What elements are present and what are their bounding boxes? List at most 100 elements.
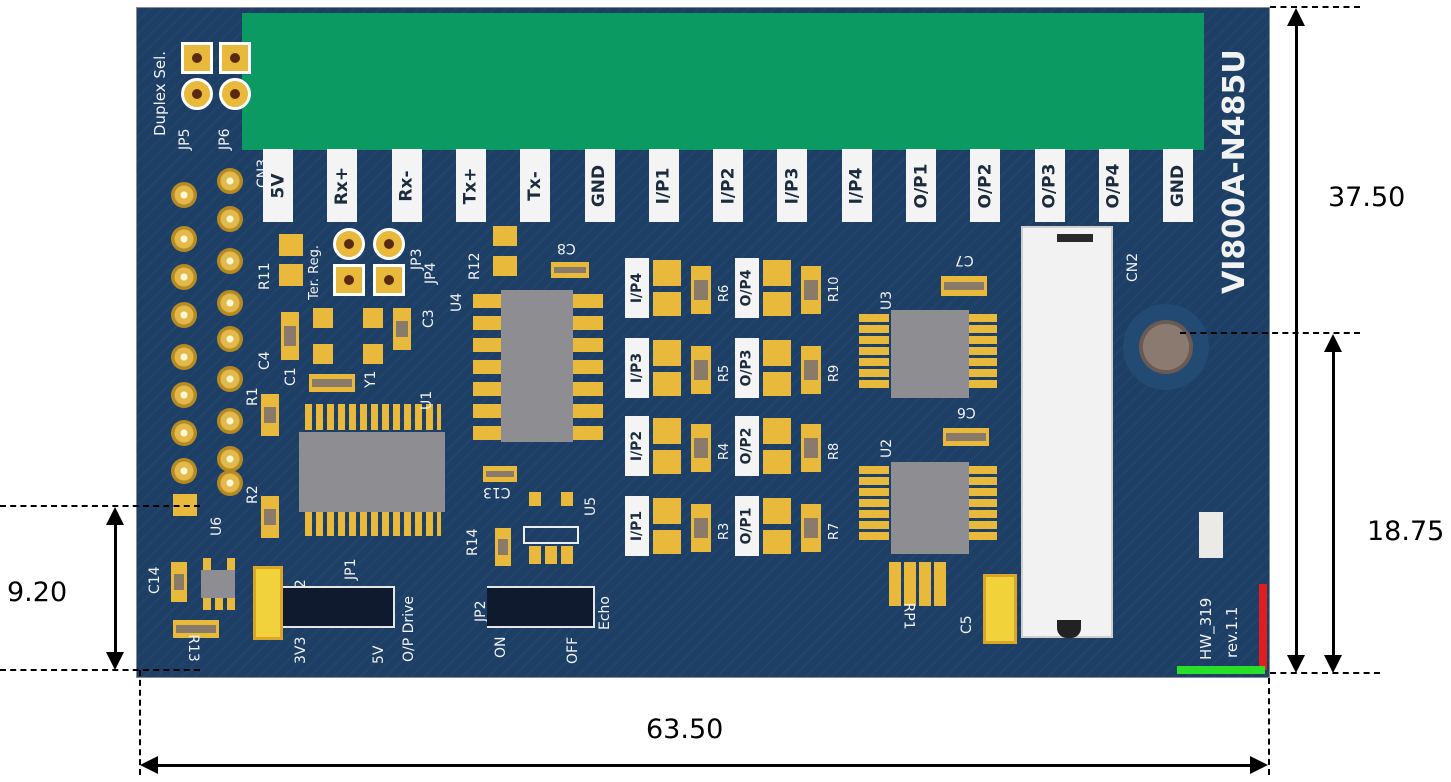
terminal-pin-label: Rx- <box>391 149 422 222</box>
led-label-text: O/P4 <box>739 269 755 307</box>
pin-label-text: 5V <box>268 173 288 198</box>
c7-label: C7 <box>955 252 974 268</box>
terminal-pin-label: I/P2 <box>713 149 744 222</box>
header-via <box>217 408 243 434</box>
resistor-label: R4 <box>717 442 732 460</box>
header-via <box>171 420 197 446</box>
dim-extension-right-vertical <box>1268 678 1270 775</box>
u5-label: U5 <box>583 496 599 516</box>
r14-label: R14 <box>465 528 481 556</box>
terminal-pin-label: O/P4 <box>1098 149 1129 222</box>
resistor <box>801 504 821 552</box>
jp2-off-label: OFF <box>565 636 581 664</box>
resistor-label: R10 <box>827 276 842 302</box>
c5-capacitor <box>983 574 1017 644</box>
jp1-jumper[interactable] <box>283 586 395 628</box>
resistor <box>691 504 711 552</box>
jp1-label: JP1 <box>343 558 359 580</box>
terminal-pin-label: I/P3 <box>777 149 808 222</box>
c4-component <box>281 312 299 360</box>
jp6-pin-2 <box>219 78 251 110</box>
c8-component <box>551 262 589 278</box>
led-pad <box>763 498 791 524</box>
header-via <box>217 290 243 316</box>
resistor-label: R7 <box>827 522 842 540</box>
u4-pins-right <box>573 294 603 444</box>
dim-line-height <box>1295 20 1298 656</box>
cn2-latch <box>1057 234 1093 242</box>
u4-pins-left <box>473 294 503 444</box>
u5-pins <box>529 546 573 564</box>
u2-pins-left <box>859 466 889 542</box>
led-pad <box>653 498 681 524</box>
terminal-block-1 <box>242 13 436 150</box>
u6-label: U6 <box>209 516 225 536</box>
dim-line-hole-height <box>1332 348 1335 656</box>
arrow-down <box>106 652 124 670</box>
led-label: I/P1 <box>625 496 649 556</box>
pin-label-text: I/P1 <box>653 167 674 204</box>
pin-label-text: Rx- <box>396 169 417 202</box>
arrow-right <box>1250 756 1268 774</box>
u2-label: U2 <box>879 438 895 458</box>
jp2-jumper[interactable] <box>487 586 595 628</box>
terminal-pin-label: GND <box>1163 149 1194 222</box>
pin-label-text: I/P2 <box>718 167 739 204</box>
dim-height-label: 37.50 <box>1328 182 1406 213</box>
jp1-3v3-label: 3V3 <box>293 636 309 664</box>
header-via <box>171 264 197 290</box>
u1-pins <box>305 512 441 536</box>
resistor-label: R5 <box>717 364 732 382</box>
pin-label-text: O/P1 <box>911 163 932 208</box>
u1-label: U1 <box>419 390 435 410</box>
r11-pad <box>279 264 303 286</box>
cn2-label: CN2 <box>1125 252 1141 282</box>
led-label: I/P4 <box>625 258 649 318</box>
terminal-pin-label: GND <box>584 149 615 222</box>
hw-id-label: HW_319 <box>1197 597 1215 660</box>
mounting-hole <box>1139 320 1193 374</box>
header-via <box>217 470 243 496</box>
terminal-pin-label: O/P1 <box>906 149 936 222</box>
resistor-label: R3 <box>717 522 732 540</box>
pin-label-text: GND <box>589 164 610 207</box>
terminal-pin-label: 5V <box>263 149 293 222</box>
pin-label-text: GND <box>1168 164 1189 207</box>
cn3-label-text: CN3 <box>255 158 271 188</box>
terminal-pin-label: Tx- <box>520 149 551 222</box>
jp6-pin-1 <box>219 42 251 74</box>
cn2-key <box>1057 620 1081 638</box>
header-via <box>171 302 197 328</box>
header-via <box>171 182 197 208</box>
led-pad <box>763 292 791 316</box>
terminal-block-3 <box>627 13 820 150</box>
c5-label: C5 <box>959 615 975 634</box>
resistor-label: R9 <box>827 364 842 382</box>
u4-label: U4 <box>449 292 465 312</box>
y1-pad <box>313 308 333 328</box>
pin-label-text: O/P3 <box>1039 163 1060 208</box>
u6-pad <box>203 558 211 570</box>
resistor <box>691 346 711 394</box>
c1-label: C1 <box>283 367 299 386</box>
revision-label: rev.1.1 <box>1223 606 1241 658</box>
r1-component <box>261 394 279 436</box>
arrow-up <box>1324 334 1342 352</box>
ter-reg-label: Ter. Reg. <box>307 245 322 300</box>
jp5-pin-1 <box>181 42 213 74</box>
arrow-down <box>1287 655 1305 673</box>
arrow-down <box>1324 655 1342 673</box>
c6-component <box>943 428 989 446</box>
r14-component <box>495 528 511 566</box>
dim-extension-left-top <box>0 505 200 507</box>
pin-label-text: I/P4 <box>846 167 867 204</box>
led-label-text: O/P1 <box>739 507 755 545</box>
led-label: O/P4 <box>735 258 759 318</box>
dim-extension-top <box>1270 6 1360 8</box>
r11-label: R11 <box>257 262 273 290</box>
c8-label: C8 <box>557 240 576 256</box>
r13-component <box>173 620 219 638</box>
rp1-resistor-pack <box>889 562 947 606</box>
led-pad <box>763 530 791 554</box>
header-via <box>217 206 243 232</box>
